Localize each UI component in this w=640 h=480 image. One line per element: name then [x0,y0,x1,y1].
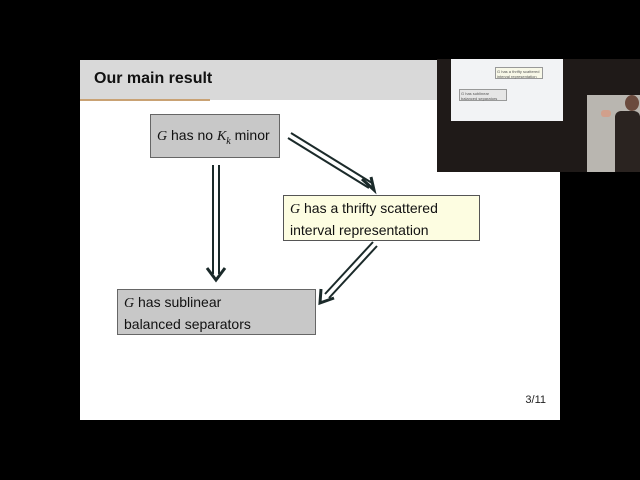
thrifty-line1: has a thrifty scattered [300,200,438,216]
no-minor-box: G has no Kk minor [150,114,280,158]
mini-separators-box: G has sublinear balanced separators [459,89,507,101]
arrow-minor-to-thrifty [287,132,377,195]
speaker-head [625,95,639,111]
minor-suffix: minor [230,127,270,143]
arrow-thrifty-to-separators [318,241,378,306]
no-minor-text: has no [167,127,217,143]
graph-variable: G [124,296,135,311]
slide-title: Our main result [94,70,213,87]
slide-page-number: 3/11 [525,394,546,406]
title-underline [80,99,210,101]
minor-subscript: k [226,135,231,147]
arrow-minor-to-separators [205,165,227,283]
graph-variable: G [157,129,168,144]
speaker-hand [601,110,611,117]
projected-slide: G has a thrifty scattered interval repre… [451,59,563,121]
thrifty-box: G has a thrifty scattered interval repre… [283,195,480,241]
implication-arrows [205,132,378,306]
mini-thrifty-box: G has a thrifty scattered interval repre… [495,67,543,79]
speaker-video-inset: G has a thrifty scattered interval repre… [437,59,640,172]
speaker-body [615,111,640,172]
thrifty-line2: interval representation [290,222,429,238]
separators-box: G has sublinear balanced separators [117,289,316,335]
graph-variable: G [290,202,301,217]
minor-variable: K [216,129,227,144]
separators-line2: balanced separators [124,316,251,332]
separators-line1: has sublinear [134,294,222,310]
